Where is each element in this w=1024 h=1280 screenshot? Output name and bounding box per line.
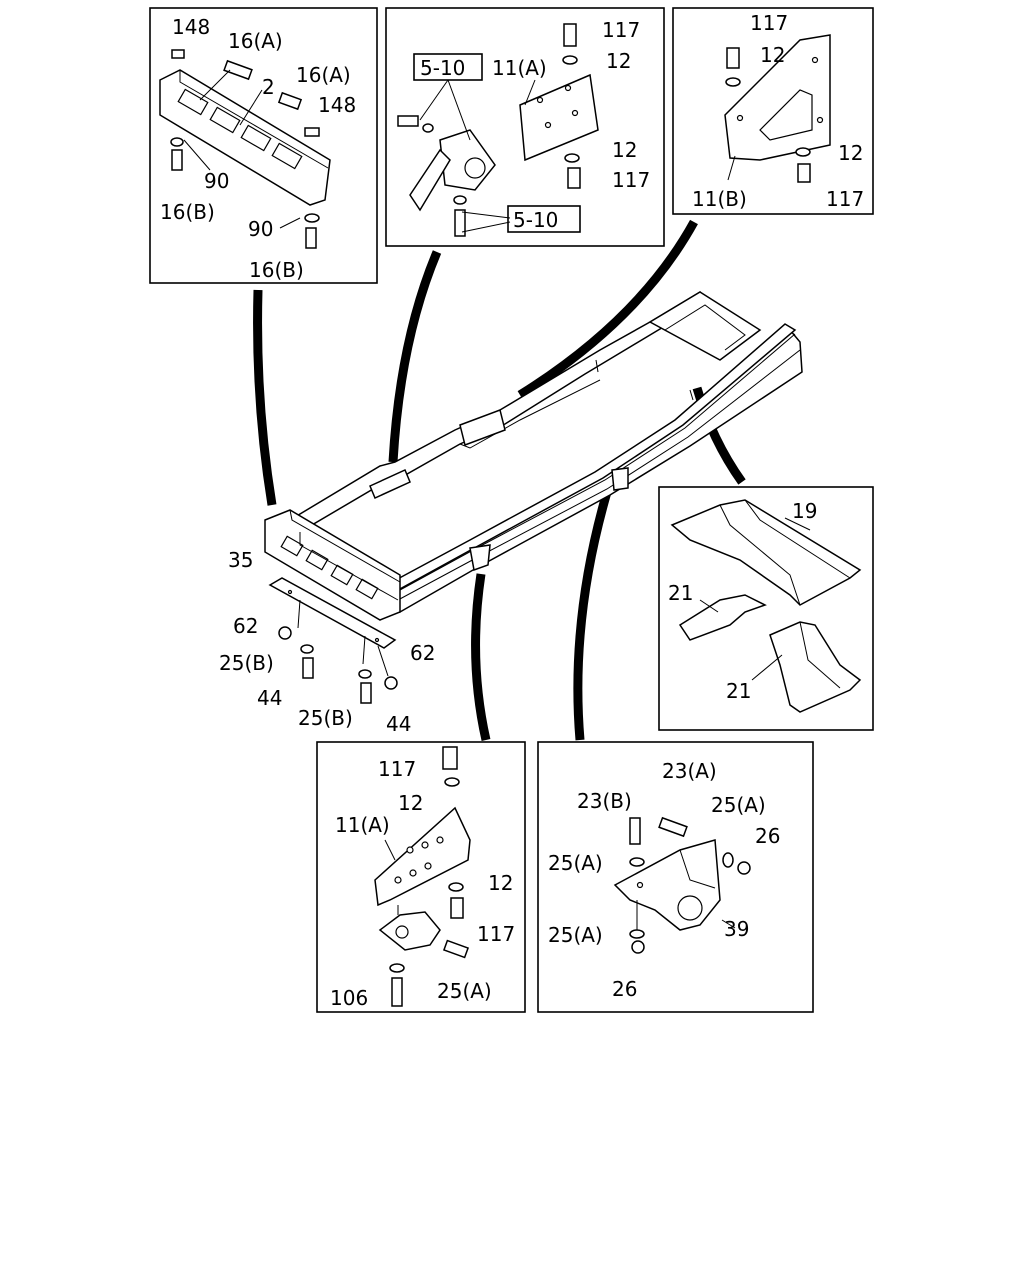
label-16b: 16(B) (160, 200, 215, 224)
label-21: 21 (668, 581, 693, 605)
detail-box-crossmember-19 (658, 486, 874, 731)
label-19: 19 (792, 499, 817, 523)
label-11a: 11(A) (335, 813, 390, 837)
detail-box-spring-bracket (385, 7, 665, 247)
label-12: 12 (612, 138, 637, 162)
label-23b: 23(B) (577, 789, 632, 813)
label-12: 12 (606, 49, 631, 73)
label-117: 117 (378, 757, 416, 781)
label-11a: 11(A) (492, 56, 547, 80)
under-plate-35 (268, 577, 398, 704)
label-90: 90 (204, 169, 229, 193)
label-25a: 25(A) (711, 793, 766, 817)
label-12: 12 (398, 791, 423, 815)
label-148: 148 (172, 15, 210, 39)
label-44: 44 (257, 686, 282, 710)
label-2: 2 (262, 75, 275, 99)
label-25b: 25(B) (219, 651, 274, 675)
label-11b: 11(B) (692, 187, 747, 211)
label-16b: 16(B) (249, 258, 304, 282)
label-62: 62 (233, 614, 258, 638)
detail-box-rear-bracket (672, 7, 874, 215)
label-117: 117 (612, 168, 650, 192)
label-25a: 25(A) (548, 851, 603, 875)
label-35: 35 (228, 548, 253, 572)
callout-labels: 148 16(A) 2 16(A) 148 90 16(B) 90 16(B) … (160, 11, 864, 1010)
label-90: 90 (248, 217, 273, 241)
label-148: 148 (318, 93, 356, 117)
label-39: 39 (724, 917, 749, 941)
chassis-frame (264, 290, 803, 621)
label-117: 117 (477, 922, 515, 946)
detail-box-spring-hanger (316, 741, 526, 1013)
label-16a: 16(A) (228, 29, 283, 53)
label-117: 117 (602, 18, 640, 42)
label-26: 26 (612, 977, 637, 1001)
label-44: 44 (386, 712, 411, 736)
label-25a: 25(A) (548, 923, 603, 947)
label-12: 12 (760, 43, 785, 67)
label-12: 12 (838, 141, 863, 165)
detail-box-bracket-39 (537, 741, 814, 1013)
label-26: 26 (755, 824, 780, 848)
label-117: 117 (826, 187, 864, 211)
label-62: 62 (410, 641, 435, 665)
label-23a: 23(A) (662, 759, 717, 783)
label-117: 117 (750, 11, 788, 35)
detail-box-front-crossmember (149, 7, 378, 284)
label-21: 21 (726, 679, 751, 703)
label-16a: 16(A) (296, 63, 351, 87)
label-25a: 25(A) (437, 979, 492, 1003)
label-5-10: 5-10 (513, 208, 558, 232)
label-12: 12 (488, 871, 513, 895)
label-25b: 25(B) (298, 706, 353, 730)
label-5-10: 5-10 (420, 56, 465, 80)
label-106: 106 (330, 986, 368, 1010)
